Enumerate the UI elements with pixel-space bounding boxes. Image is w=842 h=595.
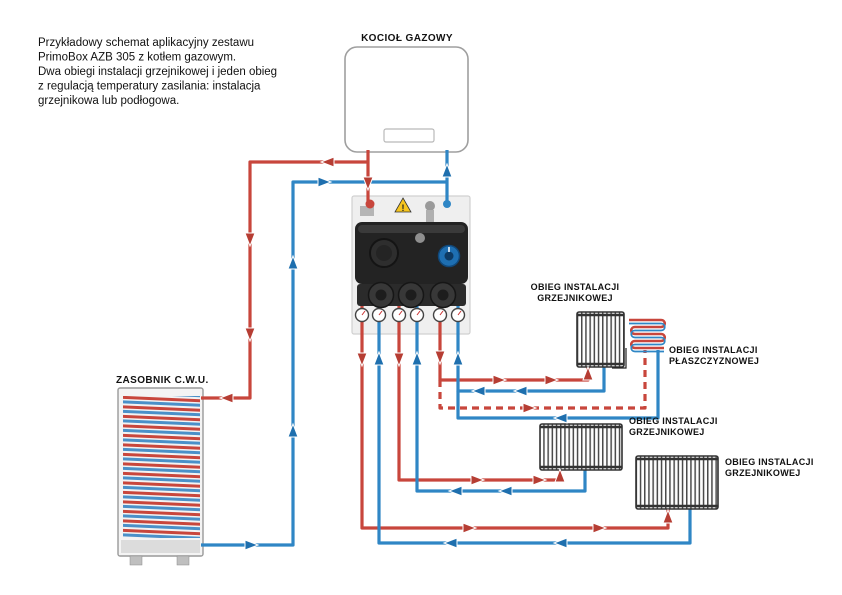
flow-arrow-right — [462, 522, 478, 534]
circuit-label-line: OBIEG INSTALACJI — [629, 416, 718, 426]
circuit-label-line: OBIEG INSTALACJI — [531, 282, 620, 292]
pump-dial-center — [444, 251, 454, 261]
circuit-label-line: OBIEG INSTALACJI — [725, 457, 814, 467]
coil-connector-line — [612, 348, 627, 369]
description-line-5: grzejnikowa lub podłogowa. — [38, 95, 179, 107]
description-line-2: PrimoBox AZB 305 z kotłem gazowym. — [38, 52, 236, 64]
return-pipe-circuit-top — [456, 305, 606, 393]
flow-arrow-left — [552, 412, 568, 424]
supply-pipe-to-tank — [201, 160, 368, 400]
pressure-gauge — [409, 307, 425, 323]
flow-arrow-down — [356, 352, 368, 368]
flow-arrow-right — [492, 374, 508, 386]
flow-arrow-right — [470, 474, 486, 486]
flow-arrow-up — [452, 350, 464, 366]
flow-arrow-up — [662, 508, 674, 524]
boiler-label: KOCIOŁ GAZOWY — [361, 33, 453, 44]
flow-arrow-left — [497, 485, 513, 497]
flow-arrow-left — [442, 537, 458, 549]
flow-arrow-right — [522, 402, 538, 414]
return-pipe-circuit-bottom — [377, 305, 692, 545]
description-line-1: Przykładowy schemat aplikacyjny zestawu — [38, 37, 254, 49]
flow-arrow-left — [218, 392, 234, 404]
supply-pipe-surface-alt — [438, 350, 647, 410]
circuit-label-line: OBIEG INSTALACJI — [669, 345, 758, 355]
circuit-label-radiator-bottom: OBIEG INSTALACJI GRZEJNIKOWEJ — [725, 457, 814, 478]
pump-body-1-center — [375, 289, 387, 301]
red-valve-icon — [365, 199, 375, 209]
flow-arrow-right — [244, 539, 260, 551]
pressure-gauge — [391, 307, 407, 323]
control-block-highlight — [358, 225, 465, 233]
boiler-display-slot — [383, 128, 435, 143]
underfloor-coil — [612, 318, 667, 369]
coil-return-loop — [629, 322, 666, 353]
description-line-4: z regulacją temperatury zasilania: insta… — [38, 81, 261, 93]
gauge-row — [354, 307, 466, 323]
circuit-label-radiator-top: OBIEG INSTALACJI GRZEJNIKOWEJ — [531, 282, 620, 303]
flow-arrow-up — [441, 162, 453, 178]
pump-body-2-center — [405, 289, 417, 301]
primobox-unit: ! — [354, 197, 468, 323]
pressure-gauge — [354, 307, 370, 323]
tank-foot-right — [176, 555, 190, 566]
boiler-body — [344, 46, 469, 153]
tank-base — [121, 540, 200, 553]
flow-arrow-down — [362, 176, 374, 192]
flow-arrow-left — [319, 156, 335, 168]
radiator-middle — [539, 423, 623, 471]
tank-label: ZASOBNIK C.W.U. — [116, 375, 209, 386]
flow-arrow-up — [287, 254, 299, 270]
warning-glyph: ! — [402, 203, 405, 213]
flow-arrow-down — [393, 352, 405, 368]
flow-arrow-right — [532, 474, 548, 486]
gas-boiler — [344, 46, 469, 153]
tank-coil — [123, 396, 200, 538]
return-flow-arrows — [244, 162, 568, 551]
circuit-label-line: PŁASZCZYZNOWEJ — [669, 356, 759, 366]
pump-body-3-center — [437, 289, 449, 301]
circuit-label-line: GRZEJNIKOWEJ — [725, 468, 801, 478]
fitting-cap — [425, 201, 435, 211]
flow-arrow-left — [470, 385, 486, 397]
flow-arrow-left — [512, 385, 528, 397]
flow-arrow-left — [552, 537, 568, 549]
pressure-gauge — [450, 307, 466, 323]
description-block: Przykładowy schemat aplikacyjny zestawu … — [38, 37, 277, 107]
flow-arrow-up — [373, 350, 385, 366]
flow-arrow-right — [317, 176, 333, 188]
flow-arrow-left — [447, 485, 463, 497]
pressure-gauge — [371, 307, 387, 323]
circuit-label-line: GRZEJNIKOWEJ — [629, 427, 705, 437]
flow-arrow-down — [434, 350, 446, 366]
flow-arrow-up — [582, 365, 594, 381]
supply-flow-arrows — [218, 156, 674, 534]
circuit-label-surface: OBIEG INSTALACJI PŁASZCZYZNOWEJ — [669, 345, 759, 366]
flow-arrow-up — [411, 350, 423, 366]
flow-arrow-up — [287, 422, 299, 438]
radiator-bottom-right — [635, 455, 719, 510]
circuit-label-line: GRZEJNIKOWEJ — [537, 293, 613, 303]
flow-arrow-up — [554, 467, 566, 483]
flow-arrow-down — [244, 232, 256, 248]
description-line-3: Dwa obiegi instalacji grzejnikowej i jed… — [38, 66, 277, 78]
flow-arrow-right — [592, 522, 608, 534]
control-block — [355, 222, 468, 284]
flow-arrow-down — [244, 327, 256, 343]
pressure-gauge — [432, 307, 448, 323]
blue-valve-icon — [443, 200, 451, 208]
pump-knob-center — [376, 245, 392, 261]
dhw-tank — [117, 387, 204, 566]
silver-fitting — [415, 233, 425, 243]
radiator-top-right — [576, 311, 625, 368]
tank-foot-left — [129, 555, 143, 566]
circuit-label-radiator-middle: OBIEG INSTALACJI GRZEJNIKOWEJ — [629, 416, 718, 437]
warning-triangle-icon — [394, 197, 412, 213]
fitting — [360, 206, 374, 216]
flow-arrow-right — [544, 374, 560, 386]
fitting-stem — [426, 210, 434, 222]
